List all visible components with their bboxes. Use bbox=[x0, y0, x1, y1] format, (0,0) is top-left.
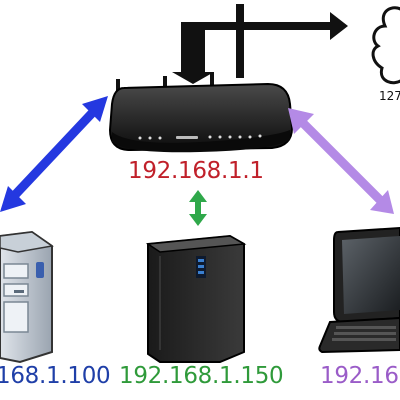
uplink-arrow bbox=[172, 4, 348, 84]
server-icon bbox=[145, 234, 247, 363]
laptop-icon bbox=[318, 226, 400, 354]
center-link-arrow bbox=[189, 190, 207, 226]
center-device-ip-label: 192.168.1.150 bbox=[119, 363, 284, 389]
desktop-tower-icon bbox=[0, 230, 54, 364]
cloud-label: 127 bbox=[379, 89, 400, 103]
left-link-arrow bbox=[0, 96, 108, 212]
right-link-arrow bbox=[288, 108, 394, 214]
left-device-ip-label: 192.168.1.100 bbox=[0, 363, 111, 389]
router-ip-label: 192.168.1.1 bbox=[128, 158, 264, 184]
cloud-icon bbox=[371, 6, 400, 85]
router-icon bbox=[108, 72, 294, 153]
right-device-ip-label: 192.168.1.10 bbox=[320, 363, 400, 389]
